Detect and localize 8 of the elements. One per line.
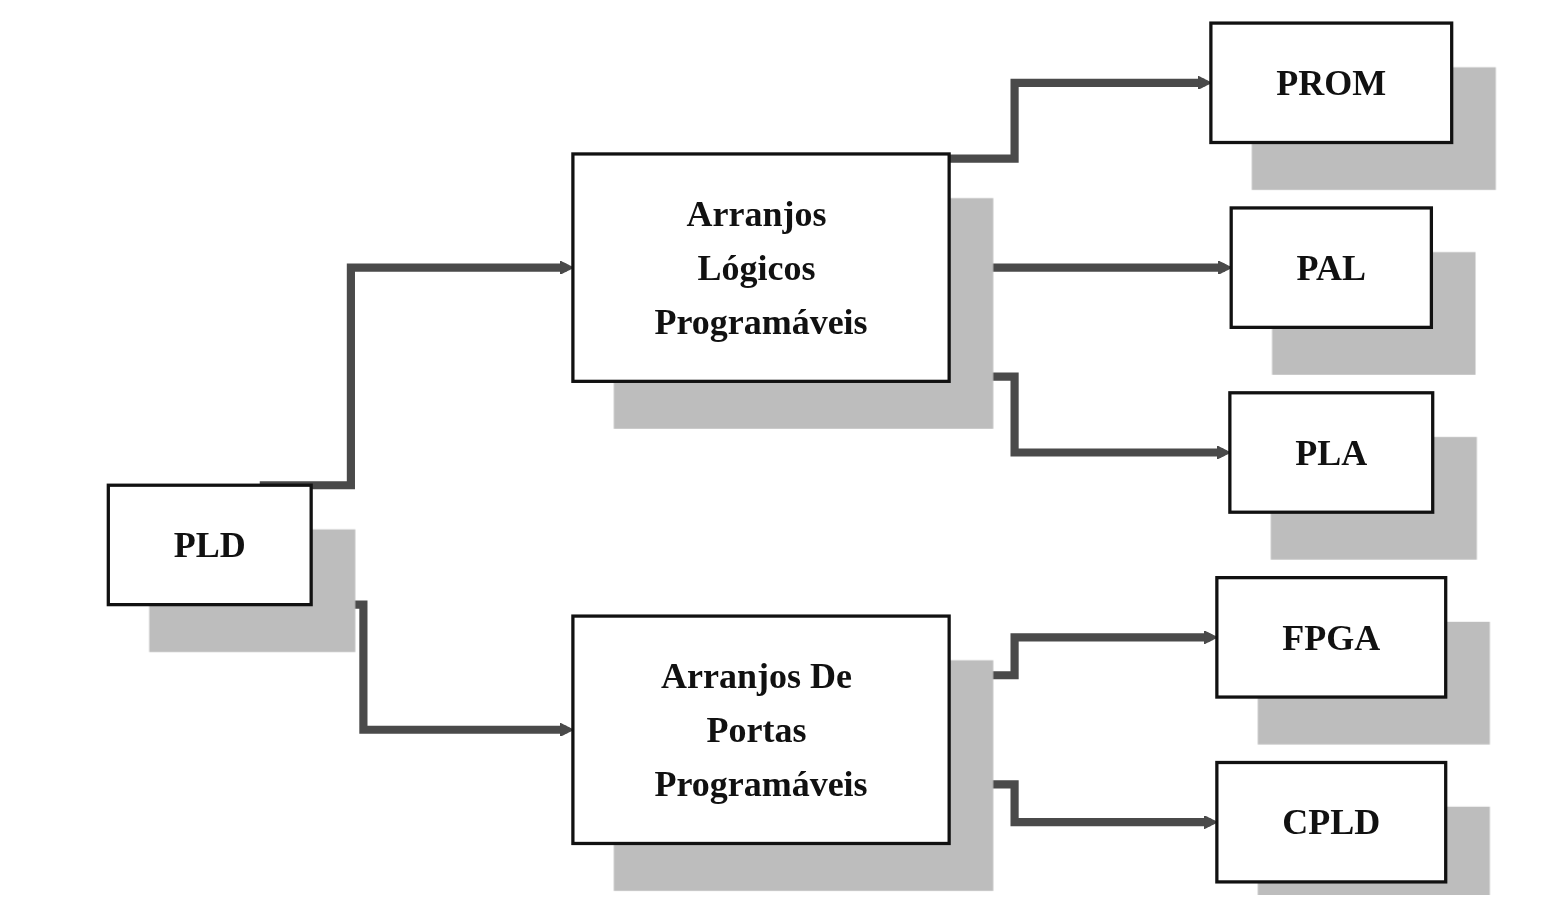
node-box: Arranjos De Portas Programáveis [571,614,951,846]
node-box: PAL [1229,206,1433,329]
node-box: CPLD [1215,760,1448,884]
node-box: PLA [1228,391,1435,514]
node-box: PROM [1209,21,1454,145]
node-box: PLD [106,483,313,607]
node-box: Arranjos Lógicos Programáveis [571,152,951,383]
node-box: FPGA [1215,576,1448,699]
